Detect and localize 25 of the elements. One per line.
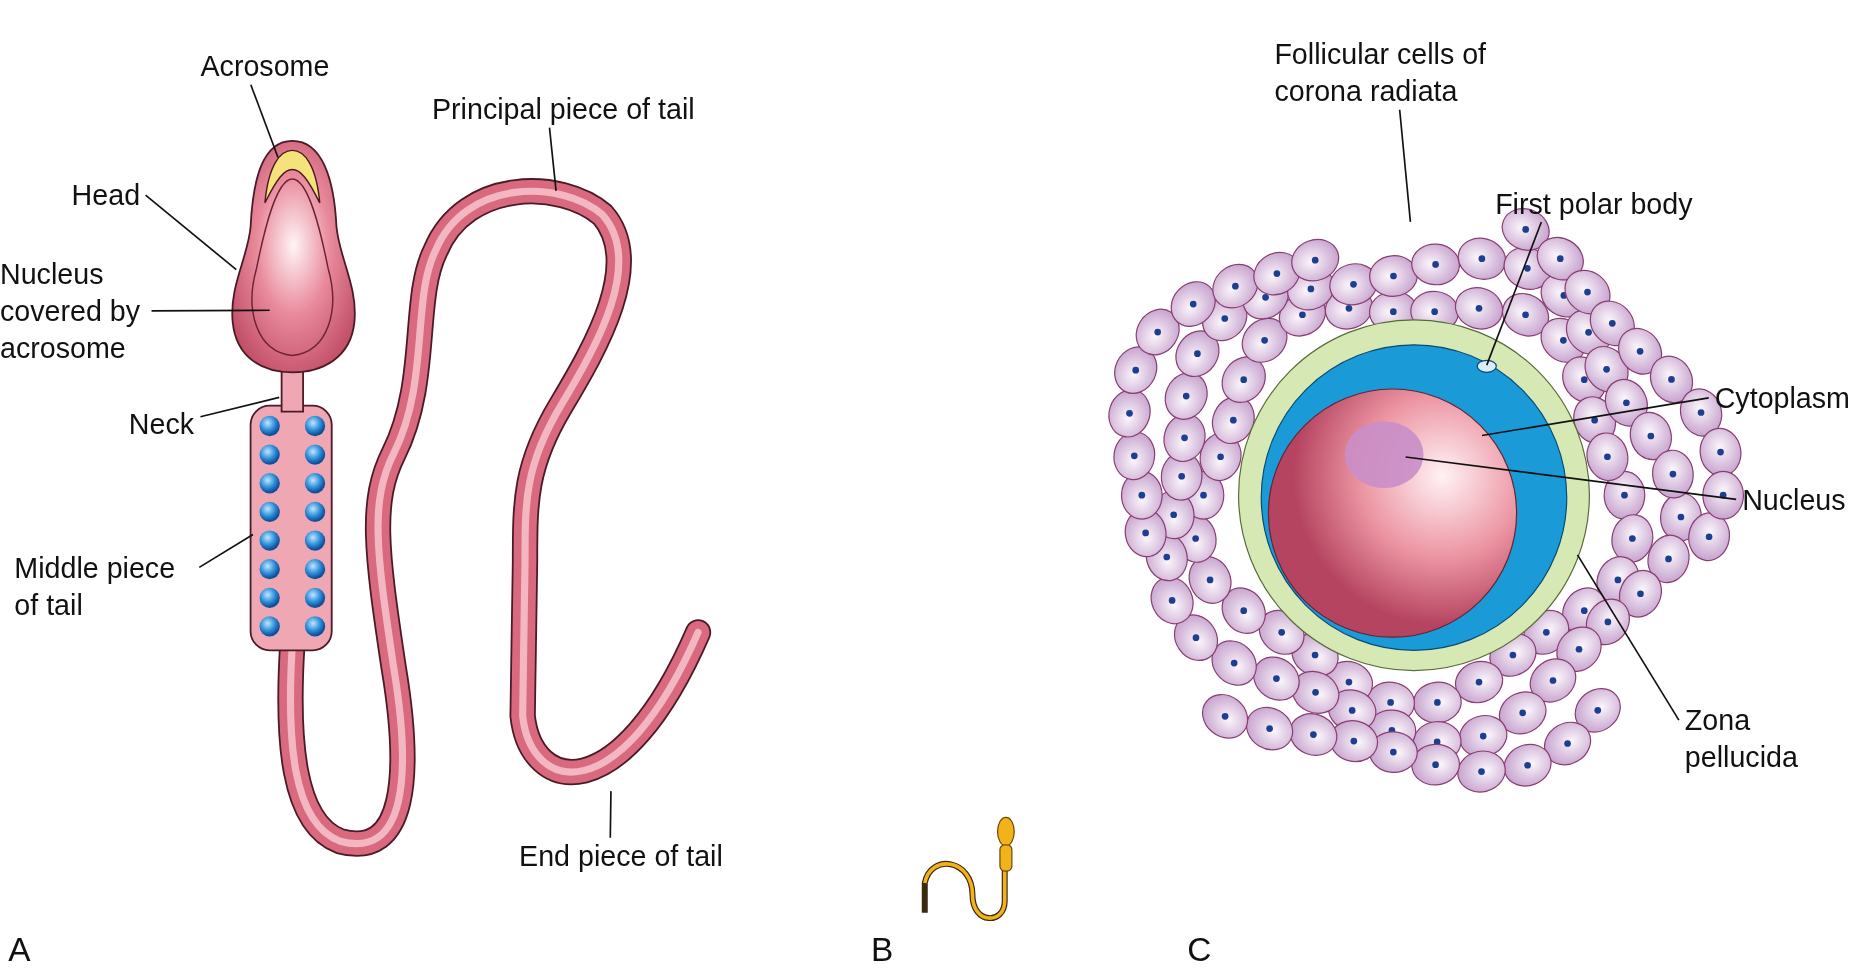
part-label: Principal piece of tail bbox=[426, 90, 701, 128]
part-label: Head bbox=[65, 176, 146, 214]
part-label: Cytoplasm bbox=[1708, 379, 1856, 417]
part-label: Follicular cells of corona radiata bbox=[1268, 35, 1531, 110]
leader-line bbox=[144, 194, 238, 271]
panel-letter: B bbox=[870, 930, 895, 968]
part-label: Neck bbox=[122, 405, 201, 443]
part-label: End piece of tail bbox=[513, 837, 729, 875]
part-label: Acrosome bbox=[194, 47, 336, 85]
part-label: Zona pellucida bbox=[1678, 701, 1825, 776]
panel-letter: A bbox=[7, 930, 32, 968]
leader-line bbox=[548, 126, 557, 192]
leader-line bbox=[199, 396, 281, 418]
panel-letter: C bbox=[1186, 930, 1213, 968]
part-label: Nucleus covered by acrosome bbox=[0, 255, 152, 367]
leader-line bbox=[1576, 554, 1680, 721]
leader-line bbox=[150, 309, 271, 312]
leader-line bbox=[1398, 108, 1412, 223]
leader-line bbox=[609, 790, 612, 839]
part-label: Middle piece of tail bbox=[8, 548, 200, 623]
leader-line bbox=[198, 533, 254, 569]
leader-line bbox=[1485, 221, 1543, 366]
part-label: Nucleus bbox=[1736, 480, 1852, 518]
part-label: First polar body bbox=[1489, 184, 1699, 222]
leader-line bbox=[250, 83, 279, 159]
